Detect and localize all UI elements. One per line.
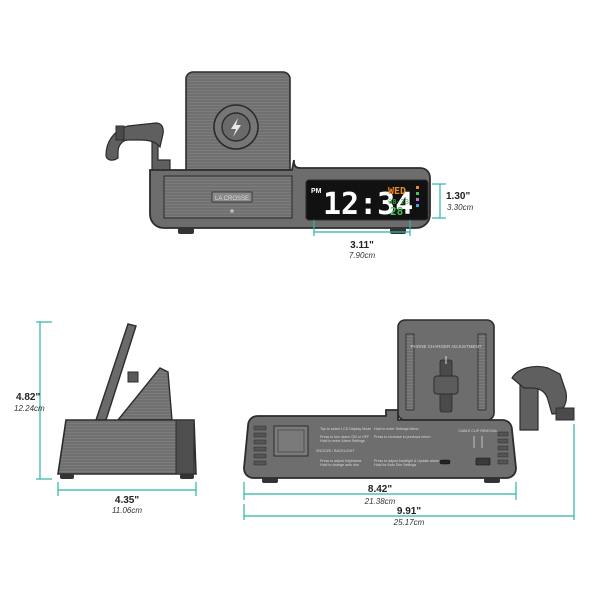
back-base-width-dimension xyxy=(243,482,517,500)
lightning-bolt-icon xyxy=(231,118,241,137)
front-height-cm: 3.30cm xyxy=(447,203,474,212)
front-height-dimension xyxy=(432,183,446,219)
charger-slider[interactable] xyxy=(433,375,459,395)
side-height-cm: 12.24cm xyxy=(14,404,45,413)
pm-indicator: PM xyxy=(311,188,322,195)
side-base xyxy=(57,419,197,475)
side-depth-cm: 11.06cm xyxy=(112,506,142,515)
battery-compartment xyxy=(273,425,309,457)
back-base-width-in: 8.42" xyxy=(368,484,392,495)
instruction-5: Press to increase in previous return xyxy=(374,435,431,439)
lcd-display xyxy=(305,179,429,221)
instruction-8: Press to adjust backlight & Update alarm xyxy=(374,459,439,463)
instruction-1: Tap to select LCD Display Mode xyxy=(320,427,371,431)
back-base-width-cm: 21.38cm xyxy=(364,497,396,506)
side-depth-dimension xyxy=(57,482,197,496)
front-width-cm: 7.90cm xyxy=(349,251,376,260)
front-width-dimension xyxy=(313,220,411,236)
instruction-panel: Tap to select LCD Display Mode Hold to e… xyxy=(316,427,439,467)
back-total-width-cm: 25.17cm xyxy=(393,518,425,527)
back-total-width-in: 9.91" xyxy=(397,506,421,517)
indicator-led xyxy=(230,209,234,213)
back-total-width-dimension xyxy=(243,424,575,520)
weekday-display: WED xyxy=(388,186,406,197)
back-watch-holder xyxy=(511,365,575,431)
logo-plate xyxy=(211,191,253,203)
charging-pad xyxy=(213,104,259,150)
instruction-6: Press to adjust brightness xyxy=(320,459,362,463)
front-view: LA CROSSE PM 12:34 WED 08-23 28 1.30" 3.… xyxy=(105,71,474,260)
front-height-in: 1.30" xyxy=(446,191,470,202)
date-display: 08-23 xyxy=(388,198,409,206)
side-height-dimension xyxy=(36,321,52,480)
logo-text: LA CROSSE xyxy=(215,196,249,202)
instruction-7: Hold to change auto dim xyxy=(320,463,359,467)
phone-charger-label: PHONE CHARGER ADJUSTMENT xyxy=(410,344,481,349)
power-port[interactable] xyxy=(475,457,491,466)
left-vent xyxy=(253,425,267,466)
side-depth-in: 4.35" xyxy=(115,495,139,506)
instruction-3: Press to turn alarm ON or OFF xyxy=(320,435,370,439)
side-height-in: 4.82" xyxy=(16,392,40,403)
instruction-4: Hold to enter Alarm Settings xyxy=(320,439,365,443)
side-watch-arm xyxy=(116,367,173,421)
temperature-display: 28 xyxy=(390,205,403,218)
front-width-in: 3.11" xyxy=(350,240,374,251)
snooze-label: SNOOZE / BACKLIGHT xyxy=(316,449,355,453)
instruction-2: Hold to enter Settings Menu xyxy=(374,427,419,431)
right-vent xyxy=(497,431,509,465)
back-view: PHONE CHARGER ADJUSTMENT Tap to select xyxy=(243,319,575,527)
instruction-9: Hold for Auto Dim Settings xyxy=(374,463,416,467)
cable-clip-label: CABLE CLIP REMOVAL xyxy=(458,429,497,433)
usb-c-port[interactable] xyxy=(439,459,451,465)
time-display: 12:34 xyxy=(323,187,413,222)
side-view: 4.82" 12.24cm 4.35" 11.06cm xyxy=(14,321,197,515)
